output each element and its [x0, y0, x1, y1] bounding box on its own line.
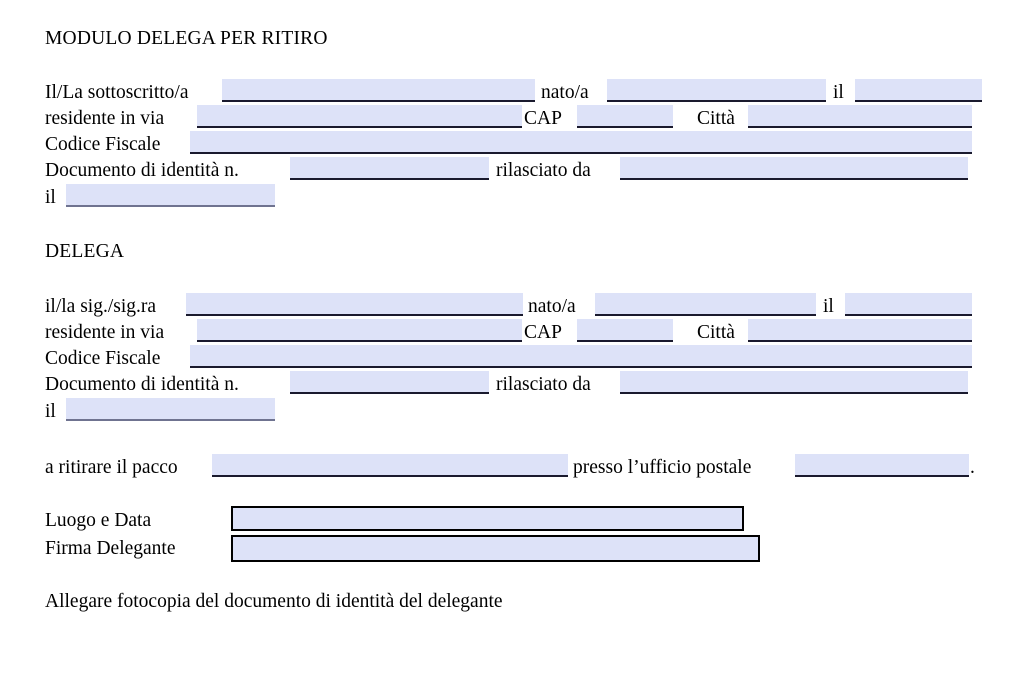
label-codice-fiscale-1: Codice Fiscale: [45, 133, 161, 157]
field-sottoscritto-nome[interactable]: [222, 79, 535, 102]
label-sottoscritto: Il/La sottoscritto/a: [45, 81, 189, 105]
field-sottoscritto-citta[interactable]: [748, 105, 972, 128]
field-delegato-nome[interactable]: [186, 293, 523, 316]
field-delegato-cap[interactable]: [577, 319, 673, 342]
field-sottoscritto-luogo-nascita[interactable]: [607, 79, 826, 102]
field-ufficio-postale[interactable]: [795, 454, 969, 477]
field-luogo-e-data[interactable]: [231, 506, 744, 531]
label-il-2: il: [823, 295, 834, 319]
label-cap-2: CAP: [524, 321, 562, 345]
field-sottoscritto-cap[interactable]: [577, 105, 673, 128]
label-a-ritirare-il-pacco: a ritirare il pacco: [45, 456, 178, 480]
field-delegato-codice-fiscale[interactable]: [190, 345, 972, 368]
field-sottoscritto-data-nascita[interactable]: [855, 79, 982, 102]
footer-note: Allegare fotocopia del documento di iden…: [45, 590, 503, 614]
field-pacco[interactable]: [212, 454, 568, 477]
label-documento-identita-2: Documento di identità n.: [45, 373, 239, 397]
label-il-1: il: [833, 81, 844, 105]
label-rilasciato-da-2: rilasciato da: [496, 373, 591, 397]
field-delegato-via[interactable]: [197, 319, 522, 342]
label-il-rilascio-2: il: [45, 400, 56, 424]
field-sottoscritto-rilasciato-da[interactable]: [620, 157, 968, 180]
field-delegato-luogo-nascita[interactable]: [595, 293, 816, 316]
label-cap-1: CAP: [524, 107, 562, 131]
field-delegato-data-nascita[interactable]: [845, 293, 972, 316]
field-sottoscritto-data-rilascio[interactable]: [66, 184, 275, 207]
label-nato-a-1: nato/a: [541, 81, 589, 105]
field-delegato-documento[interactable]: [290, 371, 489, 394]
label-codice-fiscale-2: Codice Fiscale: [45, 347, 161, 371]
label-sig-sigra: il/la sig./sig.ra: [45, 295, 157, 319]
label-residente-in-via-2: residente in via: [45, 321, 165, 345]
field-sottoscritto-codice-fiscale[interactable]: [190, 131, 972, 154]
field-delegato-data-rilascio[interactable]: [66, 398, 275, 421]
label-firma-delegante: Firma Delegante: [45, 537, 176, 561]
label-nato-a-2: nato/a: [528, 295, 576, 319]
label-il-rilascio-1: il: [45, 186, 56, 210]
page-title: MODULO DELEGA PER RITIRO: [45, 28, 328, 49]
label-citta-2: Città: [697, 321, 735, 345]
label-presso-ufficio-postale: presso l’ufficio postale: [573, 456, 752, 480]
label-citta-1: Città: [697, 107, 735, 131]
field-firma-delegante[interactable]: [231, 535, 760, 562]
label-luogo-e-data: Luogo e Data: [45, 509, 152, 533]
field-delegato-citta[interactable]: [748, 319, 972, 342]
section-heading-delega: DELEGA: [45, 241, 125, 262]
label-documento-identita-1: Documento di identità n.: [45, 159, 239, 183]
pickup-trailing-period: .: [970, 456, 975, 480]
field-sottoscritto-via[interactable]: [197, 105, 522, 128]
label-residente-in-via-1: residente in via: [45, 107, 165, 131]
label-rilasciato-da-1: rilasciato da: [496, 159, 591, 183]
field-delegato-rilasciato-da[interactable]: [620, 371, 968, 394]
field-sottoscritto-documento[interactable]: [290, 157, 489, 180]
